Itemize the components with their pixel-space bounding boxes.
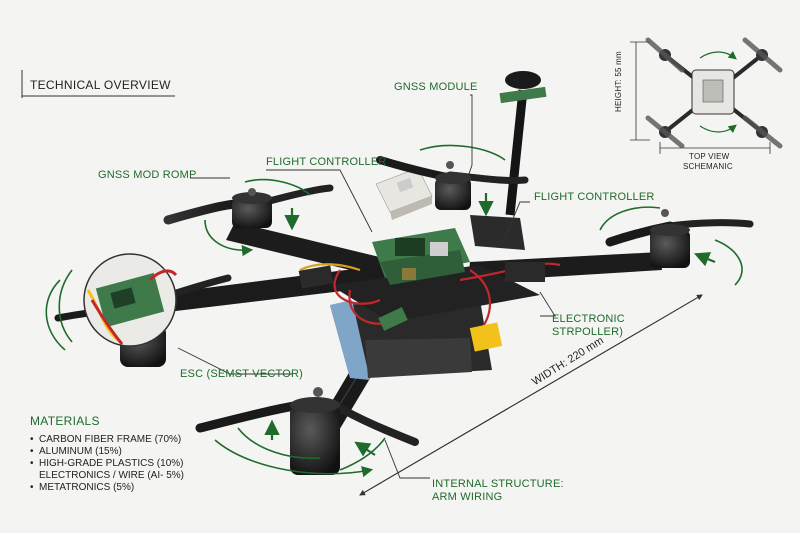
materials-heading: MATERIALS — [30, 414, 100, 428]
schematic-caption-line2: SCHEMANIC — [683, 162, 733, 171]
materials-item: •METATRONICS (5%) — [30, 482, 135, 493]
motor-front-right — [376, 156, 529, 210]
width-dimension — [359, 294, 703, 496]
top-view-schematic — [630, 37, 783, 154]
schematic-height-label: HEIGHT: 55 mm — [614, 51, 623, 112]
label-electronic-line2: STRPOLLER) — [552, 326, 624, 338]
materials-item: ELECTRONICS / WIRE (AI- 5%) — [39, 470, 185, 481]
materials-item: •HIGH-GRADE PLASTICS (10%) — [30, 458, 184, 469]
title-frame — [21, 70, 175, 98]
schematic-caption-line1: TOP VIEW — [689, 152, 730, 161]
label-electronic-line1: ELECTRONIC — [552, 313, 625, 325]
materials-item: •CARBON FIBER FRAME (70%) — [30, 434, 182, 445]
materials-item: •ALUMINUM (15%) — [30, 446, 122, 457]
label-flight-controller-right: FLIGHT CONTROLLER — [534, 191, 655, 203]
label-flight-controller-top: FLIGHT CONTROLLER — [266, 156, 387, 168]
gnss-puck — [375, 167, 433, 220]
motor-rear-front — [195, 387, 419, 475]
motion-arcs — [45, 144, 743, 478]
materials-list: •CARBON FIBER FRAME (70%) •ALUMINUM (15%… — [30, 434, 184, 494]
magnifier-inset — [83, 253, 178, 347]
label-internal-line2: ARM WIRING — [432, 491, 503, 503]
xt60-connector — [469, 322, 503, 352]
page-title: TECHNICAL OVERVIEW — [30, 78, 171, 92]
esc-boards — [298, 262, 545, 331]
battery — [330, 300, 492, 380]
label-internal-line1: INTERNAL STRUCTURE: — [432, 478, 564, 490]
motor-right — [605, 209, 754, 268]
gnss-mast — [499, 71, 547, 216]
label-gnss-mod-left: GNSS MOD ROMP — [98, 169, 197, 181]
label-gnss-module: GNSS MODULE — [394, 81, 478, 93]
flight-controller-stack — [372, 228, 470, 285]
leader-lines — [177, 94, 556, 479]
direction-arrows — [264, 193, 716, 457]
materials-panel: MATERIALS •CARBON FIBER FRAME (70%) •ALU… — [30, 414, 184, 494]
label-esc: ESC (SEMST VECTOR) — [180, 368, 303, 380]
motor-front-left — [163, 184, 334, 228]
